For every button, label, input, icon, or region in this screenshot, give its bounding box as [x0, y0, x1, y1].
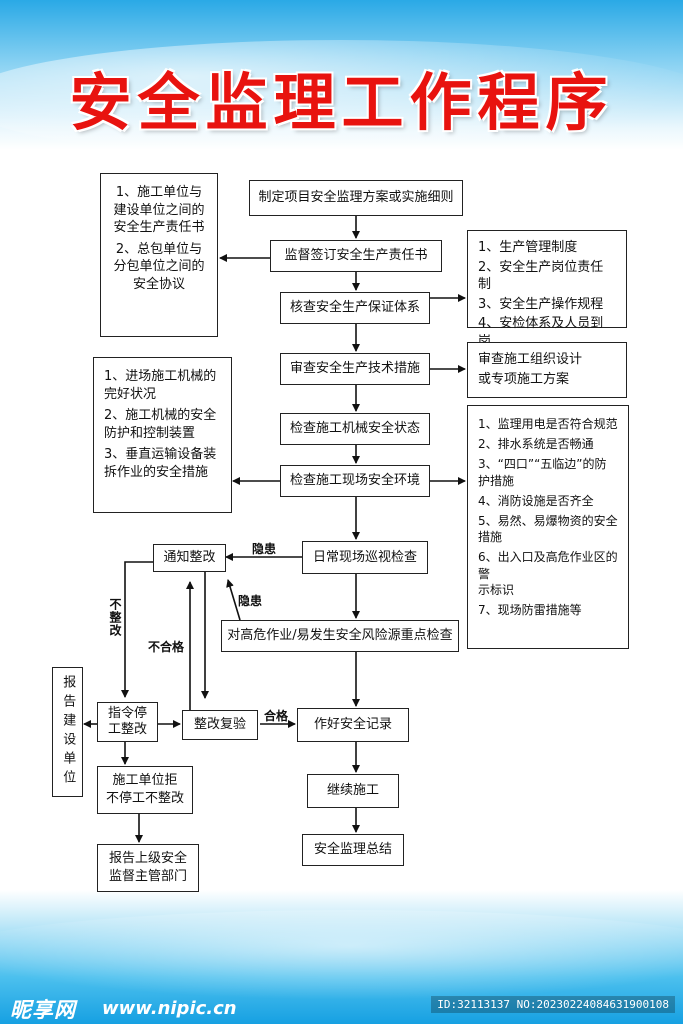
- tech-detail-box: 审查施工组织设计 或专项施工方案: [467, 342, 627, 398]
- step-check-site: 检查施工现场安全环境: [280, 465, 430, 497]
- watermark-logo: 昵享网: [10, 998, 76, 1022]
- step-review-tech: 审查安全生产技术措施: [280, 353, 430, 385]
- responsibility-detail-box: 1、施工单位与 建设单位之间的 安全生产责任书 2、总包单位与 分包单位之间的 …: [100, 173, 218, 337]
- watermark-id: ID:32113137 NO:20230224084631900108: [431, 996, 675, 1013]
- bottom-background: [0, 890, 683, 1024]
- environment-item-3: 3、“四口”“五临边”的防 护措施: [478, 457, 607, 488]
- step-daily-patrol: 日常现场巡视检查: [302, 541, 428, 574]
- environment-item-1: 1、监理用电是否符合规范: [478, 417, 618, 431]
- step-verify-guarantee: 核查安全生产保证体系: [280, 292, 430, 324]
- stop-work-box: 指令停 工整改: [97, 702, 158, 742]
- report-owner-text: 报告建设单位: [60, 675, 76, 789]
- arrow-hazard2-to-notice: [226, 579, 241, 621]
- arrow-notice-to-stop: [121, 561, 153, 698]
- step-summary: 安全监理总结: [302, 834, 404, 866]
- machinery-item-1: 1、进场施工机械的 完好状况: [104, 369, 217, 402]
- step-record: 作好安全记录: [297, 708, 409, 742]
- hazard-label-2: 隐患: [238, 594, 263, 608]
- hazard-label-1: 隐患: [252, 542, 277, 556]
- guarantee-item-2: 2、安全生产岗位责任制: [478, 259, 604, 293]
- unqualified-label: 不合格: [148, 640, 185, 654]
- notice-rectify-box: 通知整改: [153, 544, 226, 572]
- step-continue: 继续施工: [307, 774, 399, 808]
- step-key-inspection: 对高危作业/易发生安全风险源重点检查: [221, 620, 459, 652]
- environment-item-2: 2、排水系统是否畅通: [478, 437, 594, 452]
- recheck-box: 整改复验: [182, 710, 258, 740]
- machinery-item-2: 2、施工机械的安全 防护和控制装置: [104, 408, 217, 441]
- no-rectify-label: 不整改: [108, 598, 122, 637]
- guarantee-item-1: 1、生产管理制度: [478, 240, 578, 255]
- step-check-machinery: 检查施工机械安全状态: [280, 413, 430, 445]
- report-upper-box: 报告上级安全 监督主管部门: [97, 844, 199, 892]
- page-title: 安全监理工作程序: [69, 66, 614, 139]
- machinery-item-3: 3、垂直运输设备装 拆作业的安全措施: [104, 447, 217, 480]
- guarantee-detail-box: 1、生产管理制度 2、安全生产岗位责任制 3、安全生产操作规程 4、安检体系及人…: [467, 230, 627, 349]
- step-plan: 制定项目安全监理方案或实施细则: [249, 180, 463, 216]
- tech-item-2: 或专项施工方案: [478, 371, 570, 387]
- environment-detail-box: 1、监理用电是否符合规范 2、排水系统是否畅通 3、“四口”“五临边”的防 护措…: [467, 405, 629, 649]
- top-background: [0, 0, 683, 160]
- environment-item-7: 7、现场防雷措施等: [478, 602, 582, 617]
- qualified-label: 合格: [264, 709, 289, 723]
- environment-item-5: 5、易然、易爆物资的安全措施: [478, 513, 618, 545]
- environment-item-6: 6、出入口及高危作业区的警 示标识: [478, 550, 618, 597]
- responsibility-item-2: 2、总包单位与 分包单位之间的 安全协议: [113, 241, 205, 292]
- environment-item-4: 4、消防设施是否齐全: [478, 493, 594, 508]
- machinery-detail-box: 1、进场施工机械的 完好状况 2、施工机械的安全 防护和控制装置 3、垂直运输设…: [93, 357, 232, 513]
- report-owner-box: 报告建设单位: [52, 667, 83, 797]
- guarantee-item-3: 3、安全生产操作规程: [478, 296, 604, 312]
- refuse-box: 施工单位拒 不停工不整改: [97, 766, 193, 814]
- watermark-url: www.nipic.cn: [102, 998, 237, 1019]
- tech-item-1: 审查施工组织设计: [478, 352, 583, 367]
- step-sign-responsibility: 监督签订安全生产责任书: [270, 240, 442, 272]
- responsibility-item-1: 1、施工单位与 建设单位之间的 安全生产责任书: [113, 185, 205, 236]
